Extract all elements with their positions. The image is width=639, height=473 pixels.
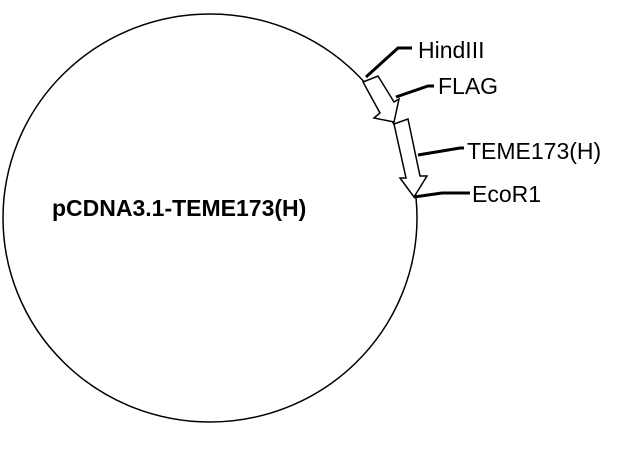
hindiii-site-label: HindIII <box>418 37 484 63</box>
flag-feature-arrow <box>361 75 401 123</box>
ecor1-leader-line <box>413 191 470 199</box>
teme173-feature-arrow <box>393 118 429 199</box>
hindiii-leader-line <box>364 46 412 79</box>
flag-feature-label: FLAG <box>438 73 498 99</box>
teme173-feature-label: TEME173(H) <box>467 138 601 164</box>
plasmid-backbone <box>2 13 418 423</box>
plasmid-name: pCDNA3.1-TEME173(H) <box>52 195 306 221</box>
teme173-leader-line <box>417 146 464 157</box>
flag-leader-line <box>395 84 434 99</box>
ecor1-site-label: EcoR1 <box>472 181 541 207</box>
